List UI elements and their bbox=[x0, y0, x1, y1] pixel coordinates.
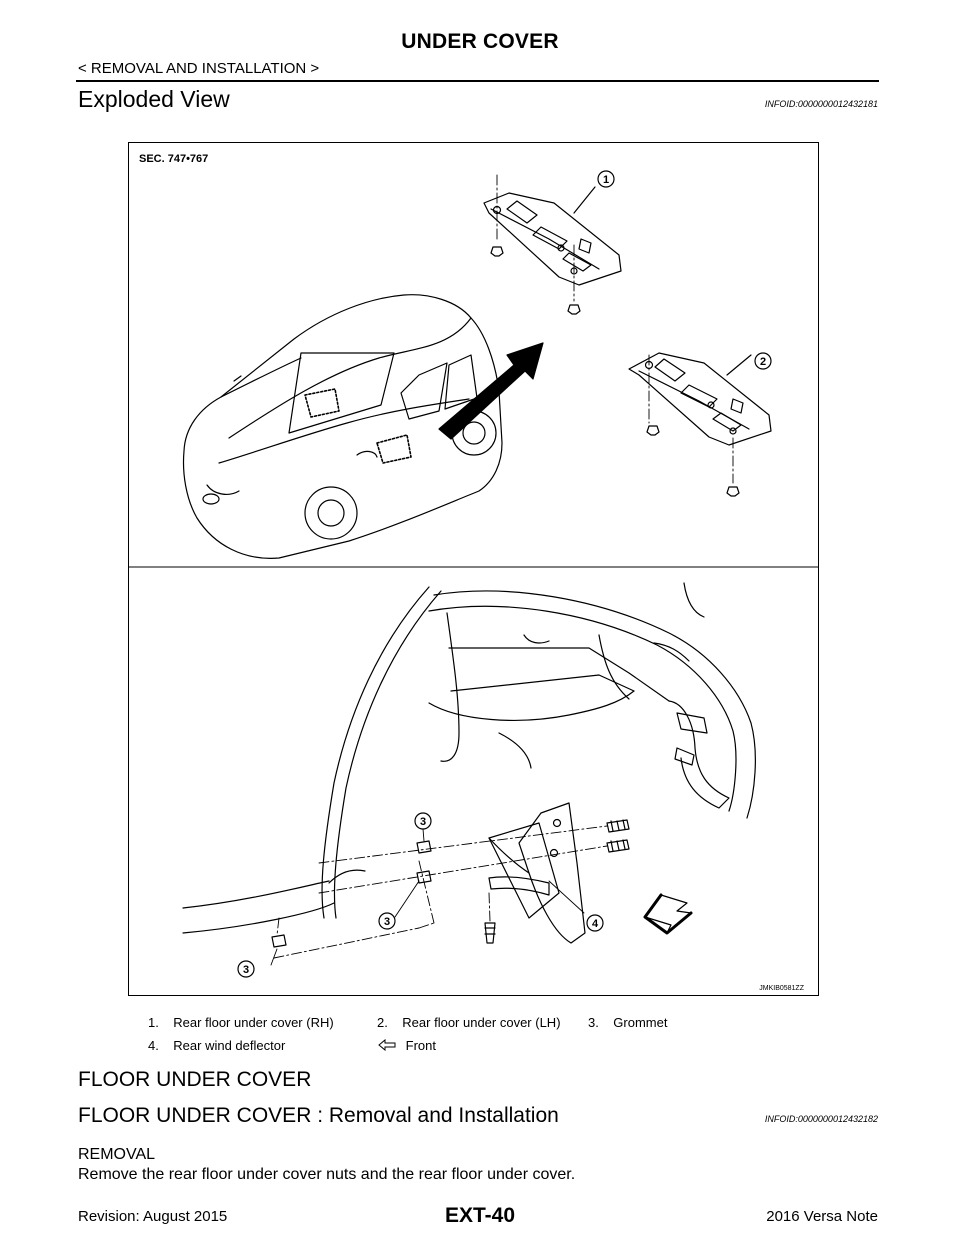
legend-item-3: 3. Grommet bbox=[588, 1015, 668, 1030]
callout-leaders bbox=[270, 828, 585, 966]
assembly-leader-lines bbox=[273, 825, 608, 959]
section-heading-exploded-view: Exploded View bbox=[78, 86, 230, 112]
car-illustration bbox=[182, 294, 503, 559]
infoid-floor-under-cover: INFOID:0000000012432182 bbox=[764, 1114, 878, 1124]
breadcrumb: < REMOVAL AND INSTALLATION > bbox=[78, 60, 320, 77]
rear-floor-under-cover-rh bbox=[483, 192, 622, 286]
image-code: JMKIB0581ZZ bbox=[759, 985, 804, 992]
callout-1: 1 bbox=[603, 174, 609, 186]
callout-3-upper: 3 bbox=[420, 816, 426, 828]
screw-icon bbox=[484, 819, 630, 944]
infoid-exploded-view: INFOID:0000000012432181 bbox=[764, 99, 878, 109]
exploded-view-figure: SEC. 747•767 bbox=[128, 142, 819, 996]
fastener-centerlines bbox=[496, 174, 734, 484]
page-code: EXT-40 bbox=[444, 1204, 516, 1227]
section-heading-floor-under-cover: FLOOR UNDER COVER bbox=[78, 1068, 312, 1091]
nut-icon bbox=[490, 246, 740, 497]
grommet-icon bbox=[271, 840, 432, 948]
header-divider bbox=[76, 80, 879, 82]
callout-4: 4 bbox=[592, 918, 599, 930]
rear-wind-deflector bbox=[488, 802, 586, 944]
legend-item-2: 2. Rear floor under cover (LH) bbox=[377, 1015, 561, 1030]
callout-2: 2 bbox=[760, 356, 766, 368]
cover-location-hatch bbox=[304, 388, 412, 464]
removal-label: REMOVAL bbox=[78, 1146, 156, 1163]
section-code: SEC. 747•767 bbox=[139, 153, 208, 165]
big-arrow-icon bbox=[438, 342, 544, 440]
page-title: UNDER COVER bbox=[401, 30, 559, 53]
callout-3-lower: 3 bbox=[243, 964, 249, 976]
wheel-arch-illustration bbox=[182, 582, 756, 934]
front-arrow-icon bbox=[644, 894, 692, 934]
legend-item-4: 4. Rear wind deflector bbox=[148, 1038, 286, 1053]
callout-3-middle: 3 bbox=[384, 916, 390, 928]
legend-item-1: 1. Rear floor under cover (RH) bbox=[148, 1015, 334, 1030]
footer-model: 2016 Versa Note bbox=[766, 1208, 878, 1225]
front-arrow-icon bbox=[378, 1038, 396, 1052]
rear-floor-under-cover-lh bbox=[628, 352, 772, 446]
subsection-heading-removal-installation: FLOOR UNDER COVER : Removal and Installa… bbox=[78, 1104, 559, 1127]
legend-front: Front bbox=[378, 1038, 436, 1053]
footer-revision: Revision: August 2015 bbox=[78, 1208, 228, 1225]
removal-text: Remove the rear floor under cover nuts a… bbox=[78, 1166, 576, 1183]
exploded-view-diagram: SEC. 747•767 bbox=[129, 153, 818, 992]
